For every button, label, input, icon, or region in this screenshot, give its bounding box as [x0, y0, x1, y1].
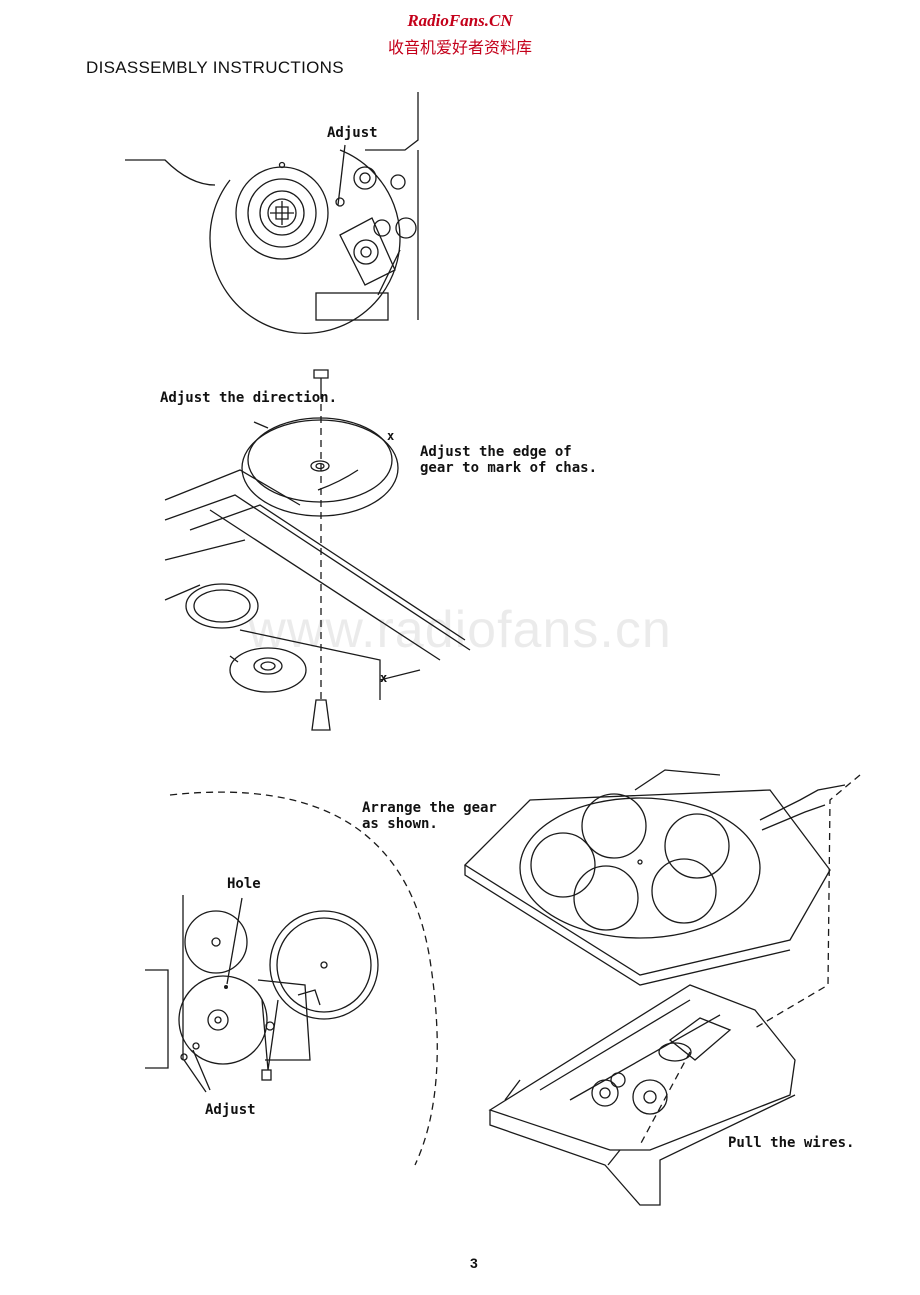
- fig3-wires-label: Pull the wires.: [728, 1135, 855, 1151]
- page-title: DISASSEMBLY INSTRUCTIONS: [86, 58, 344, 77]
- fig1-adjust-label: Adjust: [327, 125, 378, 141]
- fig2-mark-bottom: x: [380, 671, 388, 685]
- figure-1-gear-adjust: [125, 92, 419, 334]
- fig2-edge-label-2: gear to mark of chas.: [420, 460, 598, 476]
- figure-2-gear-direction: [164, 369, 471, 731]
- figure-3-tray-assembly: [145, 769, 861, 1206]
- site-subtitle: 收音机爱好者资料库: [387, 38, 532, 57]
- fig3-arrange-label-1: Arrange the gear: [362, 800, 497, 816]
- watermark: www.radiofans.cn: [248, 601, 672, 659]
- fig3-arrange-label-2: as shown.: [362, 816, 438, 832]
- fig3-hole-label: Hole: [227, 876, 261, 892]
- fig2-direction-label: Adjust the direction.: [160, 390, 338, 406]
- fig2-edge-label-1: Adjust the edge of: [420, 444, 572, 460]
- page-number: 3: [470, 1255, 478, 1271]
- site-header: RadioFans.CN: [407, 11, 513, 30]
- fig2-mark-top: x: [387, 429, 395, 443]
- fig3-adjust-label: Adjust: [205, 1102, 256, 1118]
